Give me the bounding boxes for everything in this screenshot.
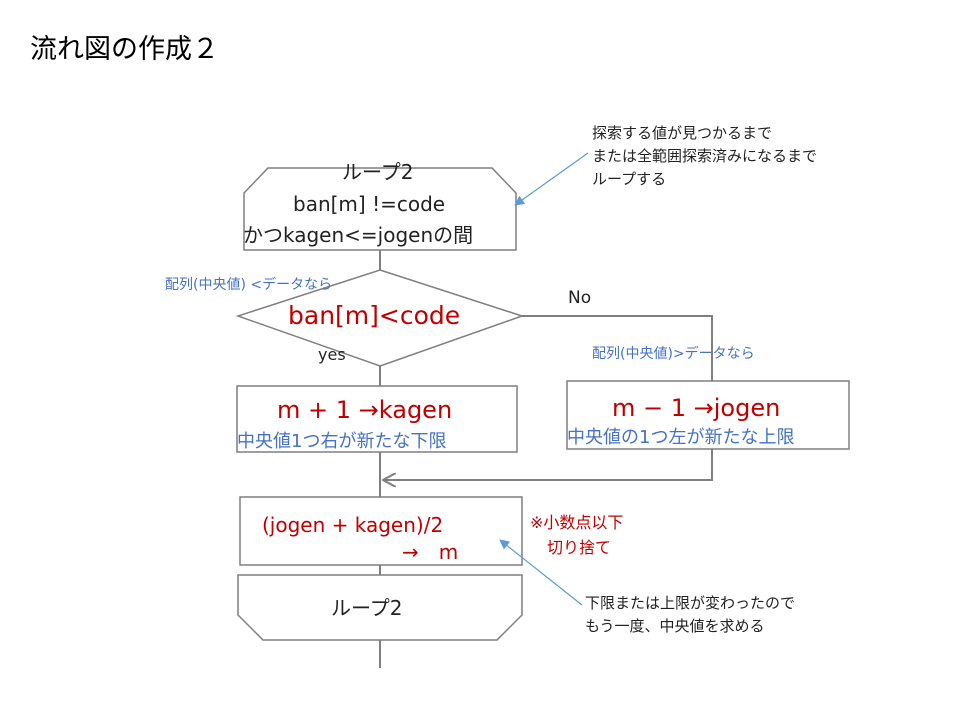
decision-yes-side-note: 配列(中央値) <データなら xyxy=(165,277,333,293)
loop-start-label: ループ2 xyxy=(342,160,414,184)
process-left-formula: m + 1 →kagen xyxy=(277,396,453,424)
decision-condition: ban[m]<code xyxy=(288,301,461,330)
callout-top-arrow xyxy=(514,152,589,206)
midpoint-assign: → m xyxy=(402,540,459,564)
process-right-shape xyxy=(566,380,850,450)
loop-end-shape xyxy=(237,574,523,641)
yes-branch-label: yes xyxy=(318,345,346,364)
loop-start-condition: ban[m] !=code xyxy=(293,192,446,216)
no-branch-label: No xyxy=(568,288,592,308)
truncation-note-line2: 切り捨て xyxy=(547,538,612,557)
decision-shape xyxy=(235,269,525,367)
truncation-note-line1: ※小数点以下 xyxy=(530,513,624,532)
callout-top-line3: ループする xyxy=(592,170,667,188)
loop-start-shape xyxy=(243,167,517,251)
page-title: 流れ図の作成２ xyxy=(30,34,219,65)
process-right-formula: m − 1 →jogen xyxy=(612,394,781,422)
decision-no-side-note: 配列(中央値)>データなら xyxy=(592,346,755,362)
callout-bottom-arrow xyxy=(499,539,583,606)
callout-top-line1: 探索する値が見つかるまで xyxy=(592,124,773,142)
process-right-note: 中央値の1つ左が新たな上限 xyxy=(567,427,795,448)
flow-line-right-merge xyxy=(384,449,713,480)
callout-top-line2: または全範囲探索済みになるまで xyxy=(592,147,818,165)
callout-bottom-line1: 下限または上限が変わったので xyxy=(585,594,796,612)
flow-line-no-branch xyxy=(522,315,713,381)
midpoint-formula: (jogen + kagen)/2 xyxy=(262,513,444,537)
process-left-note: 中央値1つ右が新たな下限 xyxy=(237,431,447,452)
loop-end-label: ループ2 xyxy=(331,596,403,620)
loop-start-condition-range: かつkagen<=jogenの間 xyxy=(243,223,474,247)
midpoint-shape xyxy=(239,496,523,566)
callout-bottom-line2: もう一度、中央値を求める xyxy=(585,617,765,635)
process-left-shape xyxy=(236,385,518,453)
